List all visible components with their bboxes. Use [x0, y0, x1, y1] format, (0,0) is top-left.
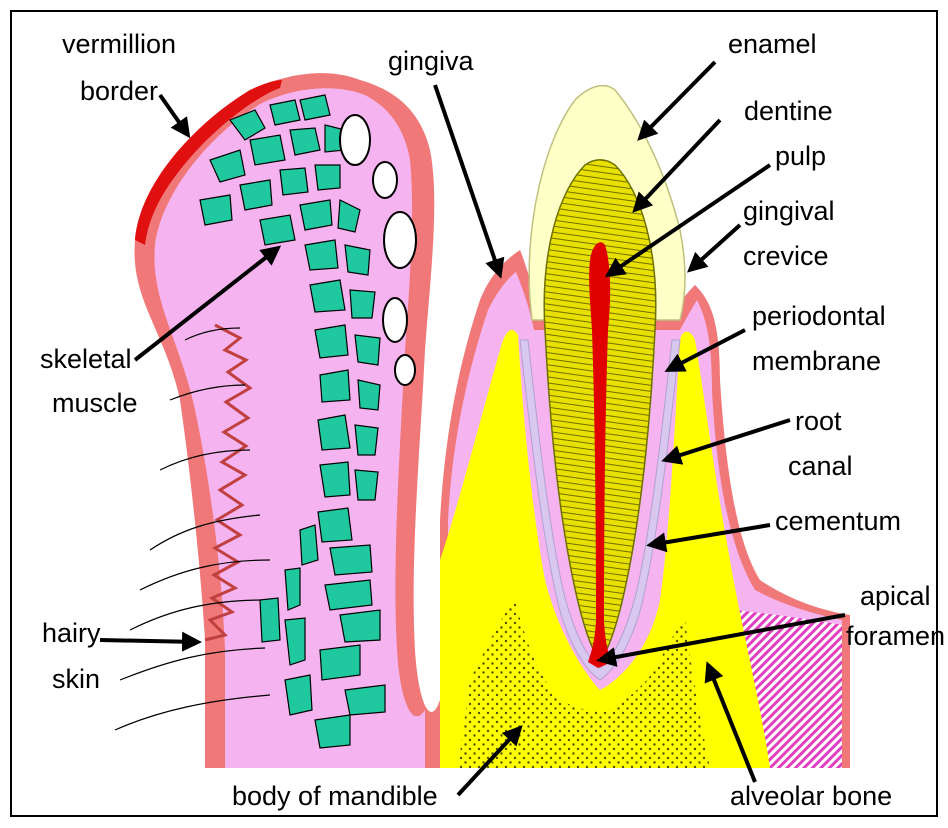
label-root: root: [795, 406, 842, 436]
label-skeletal: skeletal: [40, 344, 132, 374]
label-hairy: hairy: [42, 618, 101, 648]
label-body-of-mandible: body of mandible: [232, 781, 438, 811]
label-cementum: cementum: [775, 506, 901, 536]
label-gingival-1: gingival: [743, 196, 835, 226]
label-gingival-2: crevice: [743, 241, 829, 271]
label-gingiva: gingiva: [388, 46, 475, 76]
label-skin: skin: [52, 664, 100, 694]
label-periodontal-2: membrane: [752, 346, 881, 376]
label-muscle: muscle: [52, 388, 138, 418]
label-vermillion-2: border: [80, 76, 158, 106]
label-canal: canal: [788, 451, 853, 481]
label-foramen: foramen: [846, 621, 945, 651]
label-alveolar-bone: alveolar bone: [730, 781, 892, 811]
label-apical: apical: [860, 581, 931, 611]
label-enamel: enamel: [728, 29, 817, 59]
label-dentine: dentine: [744, 96, 833, 126]
arrow-hairy-skin: [100, 640, 198, 642]
label-pulp: pulp: [775, 141, 826, 171]
label-vermillion-1: vermillion: [62, 29, 176, 59]
label-periodontal-1: periodontal: [752, 301, 886, 331]
